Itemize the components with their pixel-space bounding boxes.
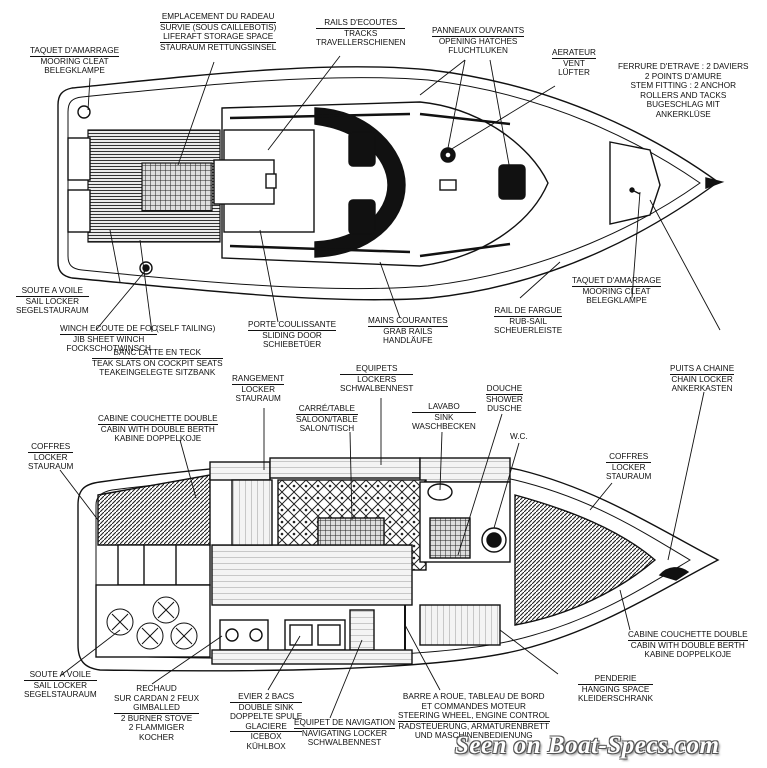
hatch-1-icon [348,131,376,167]
label-liferaft: EMPLACEMENT DU RADEAU SURVIE (SOUS CAILL… [160,12,277,52]
chain-locker-icon [658,567,690,581]
label-shower: DOUCHE SHOWER DUSCHE [486,384,523,414]
label-double-sink: EVIER 2 BACS DOUBLE SINK DOPPELTE SPULE … [230,692,303,751]
stem-fitting-icon [705,177,725,190]
hatch-2-icon [348,199,376,235]
hanging-locker [419,604,501,646]
interior-leader-lines [59,391,705,719]
interior-plan [77,457,720,672]
label-sail-locker-deck: SOUTE A VOILE SAIL LOCKER SEGELSTAURAUM [16,286,89,316]
label-mooring-cleat-aft: TAQUET D'AMARRAGE MOORING CLEAT BELEGKLA… [30,46,120,76]
label-stem-fitting: FERRURE D'ETRAVE : 2 DAVIERS 2 POINTS D'… [618,62,749,119]
label-mooring-cleat-fwd: TAQUET D'AMARRAGE MOORING CLEAT BELEGKLA… [572,276,662,306]
label-vent: AERATEUR VENT LÜFTER [552,48,596,78]
label-fwd-cabin: CABINE COUCHETTE DOUBLE CABIN WITH DOUBL… [628,630,748,660]
galley-stove [219,619,269,651]
winch-port-icon [77,105,91,119]
label-self-tailing: (SELF TAILING) [156,324,216,333]
label-hatches: PANNEAUX OUVRANTS OPENING HATCHES FLUCHT… [432,26,525,56]
label-saloon: CARRÉ/TABLE SALOON/TABLE SALON/TISCH [296,404,358,434]
label-teak-seats: BANC LATTE EN TECK TEAK SLATS ON COCKPIT… [92,348,223,378]
stove-burners [106,596,198,650]
label-sliding-door: PORTE COULISSANTE SLIDING DOOR SCHIEBETÜ… [248,320,337,350]
label-nav-locker: EQUIPET DE NAVIGATION NAVIGATING LOCKER … [294,718,395,748]
hatch-3-icon [498,164,526,200]
icebox [349,609,375,651]
label-coffres-aft: COFFRES LOCKER STAURAUM [28,442,74,472]
label-sink: LAVABO SINK WASCHBECKEN [412,402,476,432]
sliding-hatch [213,159,275,205]
cabin-sole [211,544,413,606]
deck-leader-lines [87,55,721,333]
label-rangement: RANGEMENT LOCKER STAURAUM [232,374,285,404]
fwd-cabin-berth [514,494,657,626]
aft-cabin-berth [97,474,211,546]
grab-rail-black [314,107,406,258]
label-equipets-top: EQUIPETS LOCKERS SCHWALBENNEST [340,364,414,394]
label-wc: W.C. [510,432,528,441]
deck-inner-outline [67,77,701,290]
label-tracks: RAILS D'ECOUTES TRACKS TRAVELLERSCHIENEN [316,18,406,48]
watermark: Seen on Boat-Specs.com [455,732,720,759]
cockpit-grating [141,162,213,212]
deck-plan [57,66,725,301]
aft-locker [209,461,271,481]
cockpit-seat-port [67,137,91,181]
label-stove: RECHAUD SUR CARDAN 2 FEUX GIMBALLED 2 BU… [114,684,200,742]
label-grab-rails: MAINS COURANTES GRAB RAILS HANDLÄUFE [368,316,448,346]
label-winch: WINCH ECOUTE DE FOC JIB SHEET WINCH FOCK… [60,324,158,354]
cockpit-seat-stbd [67,189,91,233]
label-rub-rail: RAIL DE FARGUE RUB-SAIL SCHEUERLEISTE [494,306,563,336]
anchor-locker-lid [609,141,661,225]
label-sail-locker-interior: SOUTE A VOILE SAIL LOCKER SEGELSTAURAUM [24,670,97,700]
label-coffres-fwd: COFFRES LOCKER STAURAUM [606,452,652,482]
label-hanging-space: PENDERIE HANGING SPACE KLEIDERSCHRANK [578,674,654,704]
label-chain-locker: PUITS A CHAINE CHAIN LOCKER ANKERKASTEN [670,364,735,394]
companionway-steps [117,544,211,586]
label-steering: BARRE A ROUE, TABLEAU DE BORD ET COMMAND… [398,692,550,741]
label-aft-cabin: CABINE COUCHETTE DOUBLE CABIN WITH DOUBL… [98,414,218,444]
